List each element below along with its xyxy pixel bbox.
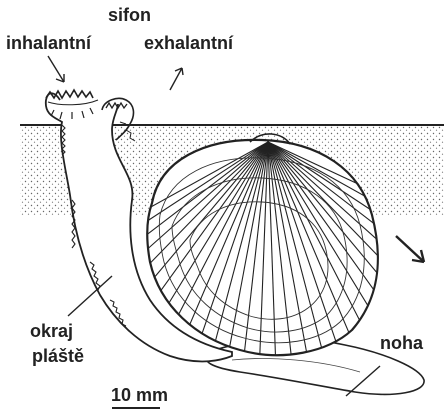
label-mantle-edge-2: pláště xyxy=(32,347,84,365)
label-inhalant: inhalantní xyxy=(6,34,91,52)
label-exhalant: exhalantní xyxy=(144,34,233,52)
inhalant-arrow xyxy=(48,56,64,82)
label-mantle-edge-1: okraj xyxy=(30,322,73,340)
label-scale: 10 mm xyxy=(111,386,168,404)
burrow-direction-arrow xyxy=(396,236,424,262)
label-foot: noha xyxy=(380,334,423,352)
label-siphon: sifon xyxy=(108,6,151,24)
